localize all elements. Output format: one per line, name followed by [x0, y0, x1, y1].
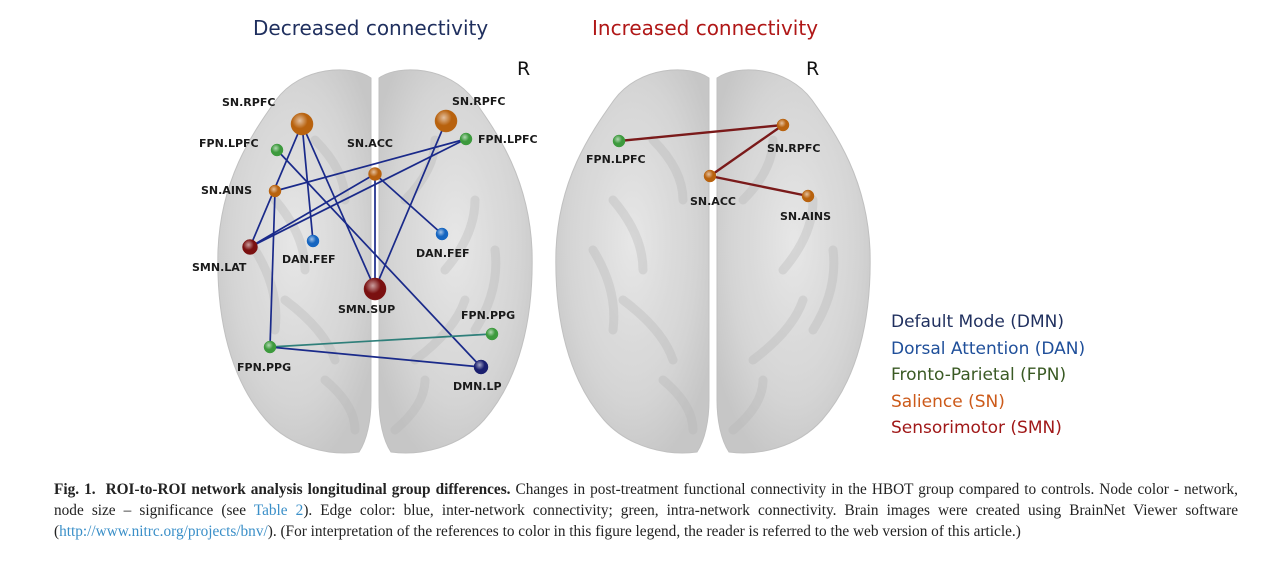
decreased-node-label-smn-lat: SMN.LAT [192, 261, 247, 274]
decreased-node-label-dan-fef-l: DAN.FEF [282, 253, 336, 266]
decreased-edge-fpn_ppg_l-dmn_lp [269, 346, 482, 368]
increased-node-sn-rpfc [776, 118, 790, 132]
decreased-node-sn-rpfc-l [290, 112, 314, 136]
brain-outline-increased [555, 69, 871, 454]
decreased-node-label-fpn-lpfc-l: FPN.LPFC [199, 137, 259, 150]
decreased-node-fpn-ppg-r [485, 327, 499, 341]
decreased-node-smn-sup [363, 277, 387, 301]
decreased-node-fpn-lpfc-l [270, 143, 284, 157]
legend-item-fpn: Fronto-Parietal (FPN) [891, 365, 1067, 385]
decreased-node-label-sn-acc: SN.ACC [347, 137, 393, 150]
legend-item-smn: Sensorimotor (SMN) [891, 418, 1062, 438]
increased-edge-sn_acc-sn_ains [709, 174, 809, 198]
right-hemisphere-mark-right: R [806, 58, 820, 80]
connectivity-figure: SN.RPFC SN.RPFC FPN.LPFC FPN.LPFC SN.ACC SN.A… [192, 69, 871, 454]
caption-text-2: ). Edge color: blue, inter-network conne… [54, 502, 1238, 540]
caption-text-3: ). (For interpretation of the references… [267, 523, 1021, 540]
increased-node-sn-acc [703, 169, 717, 183]
network-legend: Default Mode (DMN) Dorsal Attention (DAN… [891, 309, 1085, 442]
decreased-node-sn-ains [268, 184, 282, 198]
increased-panel-title: Increased connectivity [592, 16, 819, 40]
decreased-node-dan-fef-l [306, 234, 320, 248]
decreased-edge-fpn_ppg_l-fpn_ppg_r [269, 333, 493, 348]
decreased-node-fpn-lpfc-r [459, 132, 473, 146]
legend-item-dmn: Default Mode (DMN) [891, 312, 1064, 332]
decreased-node-fpn-ppg-l [263, 340, 277, 354]
decreased-node-label-dmn-lp: DMN.LP [453, 380, 502, 393]
brainnet-url-link[interactable]: http://www.nitrc.org/projects/bnv/ [59, 523, 268, 540]
increased-node-sn-ains [801, 189, 815, 203]
decreased-node-sn-rpfc-r [434, 109, 458, 133]
decreased-node-dan-fef-r [435, 227, 449, 241]
decreased-node-label-sn-rpfc-l: SN.RPFC [222, 96, 275, 109]
decreased-edge-sn_acc-dan_fef_r [374, 173, 443, 235]
right-hemisphere-mark-left: R [517, 58, 531, 80]
decreased-edge-smn_lat-sn_acc [249, 173, 376, 248]
decreased-node-label-fpn-ppg-r: FPN.PPG [461, 309, 515, 322]
brain-outline-decreased [217, 69, 533, 454]
decreased-node-label-fpn-ppg-l: FPN.PPG [237, 361, 291, 374]
decreased-node-label-smn-sup: SMN.SUP [338, 303, 395, 316]
increased-node-label-sn-ains: SN.AINS [780, 210, 831, 223]
legend-item-sn: Salience (SN) [891, 391, 1005, 412]
caption-text-1: Changes in post-treatment functional con… [54, 481, 1238, 519]
decreased-edge-sn_rpfc_r-smn_sup [374, 120, 447, 290]
legend-item-dan: Dorsal Attention (DAN) [891, 338, 1086, 359]
decreased-node-label-sn-rpfc-r: SN.RPFC [452, 95, 505, 108]
figure-caption: Fig. 1. ROI-to-ROI network analysis long… [54, 479, 1238, 542]
decreased-panel-title: Decreased connectivity [253, 16, 489, 40]
increased-edge-sn_rpfc-sn_acc [709, 124, 784, 177]
decreased-edge-sn_rpfc_l-smn_sup [301, 123, 376, 290]
increased-node-label-sn-acc: SN.ACC [690, 195, 736, 208]
increased-edge-fpn_lpfc-sn_rpfc [618, 123, 784, 143]
decreased-edge-sn_ains-fpn_ppg_l [269, 190, 276, 348]
increased-node-label-fpn-lpfc: FPN.LPFC [586, 153, 646, 166]
decreased-node-smn-lat [242, 239, 258, 255]
decreased-node-sn-acc [368, 167, 382, 181]
increased-node-label-sn-rpfc: SN.RPFC [767, 142, 820, 155]
decreased-node-label-sn-ains: SN.AINS [201, 184, 252, 197]
decreased-node-dmn-lp [473, 359, 489, 375]
decreased-node-label-dan-fef-r: DAN.FEF [416, 247, 470, 260]
increased-node-fpn-lpfc [612, 134, 626, 148]
table-2-link[interactable]: Table 2 [253, 502, 304, 519]
decreased-edge-fpn_lpfc_l-dmn_lp [276, 149, 482, 368]
caption-label: Fig. 1. [54, 481, 96, 498]
decreased-node-label-fpn-lpfc-r: FPN.LPFC [478, 133, 538, 146]
caption-title: ROI-to-ROI network analysis longitudinal… [105, 481, 511, 498]
